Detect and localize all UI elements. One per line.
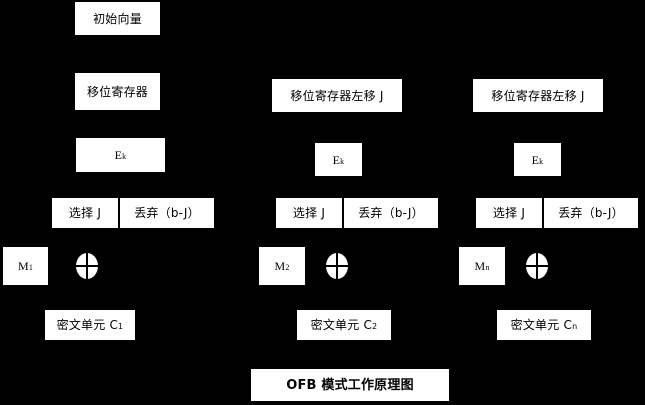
encrypt-label-col1: E [114,148,123,162]
shift-register-box-col2: 移位寄存器左移 J [272,79,402,112]
encrypt-subscript-col2: k [340,156,345,166]
plaintext-subscript-m1: 1 [28,263,34,272]
encrypt-subscript-col3: k [539,156,544,166]
xor-icon-col2 [326,253,348,279]
discard-label-col1: 丢弃（b-J） [134,206,200,220]
discard-box-col2: 丢弃（b-J） [344,198,438,228]
encrypt-subscript-col1: k [122,152,127,161]
plaintext-subscript-mn: n [485,263,490,272]
encrypt-label-col2: E [332,152,341,167]
ciphertext-label-c2: 密文单元 C [310,318,373,332]
discard-label-col2: 丢弃（b-J） [358,206,424,220]
ciphertext-label-cn: 密文单元 C [510,318,573,332]
shift-register-label-col2: 移位寄存器左移 J [290,88,384,103]
plaintext-label-m2: M [274,259,286,273]
diagram-title-label: OFB 模式工作原理图 [286,377,414,393]
plaintext-subscript-m2: 2 [285,263,290,272]
discard-box-col3: 丢弃（b-J） [544,198,638,228]
select-label-col3: 选择 J [492,206,526,220]
ciphertext-subscript-c1: 1 [118,322,124,331]
shift-register-label-col3: 移位寄存器左移 J [491,88,585,103]
select-box-col3: 选择 J [476,198,542,228]
select-label-col1: 选择 J [68,206,102,220]
shift-register-box-col3: 移位寄存器左移 J [473,79,603,112]
diagram-title-box: OFB 模式工作原理图 [251,369,449,401]
select-box-col1: 选择 J [52,198,118,228]
shift-register-label-col1: 移位寄存器 [86,84,148,99]
discard-label-col3: 丢弃（b-J） [558,206,624,220]
shift-register-box-col1: 移位寄存器 [75,73,160,110]
initial-vector-label: 初始向量 [93,11,142,26]
plaintext-label-mn: M [474,259,486,273]
xor-icon-col3 [526,253,548,279]
ciphertext-label-c1: 密文单元 C [56,318,119,332]
select-box-col2: 选择 J [276,198,342,228]
ciphertext-subscript-cn: n [572,322,578,331]
select-label-col2: 选择 J [292,206,326,220]
encrypt-label-col3: E [531,152,540,167]
xor-icon-col1 [76,253,98,279]
plaintext-label-m1: M [17,259,29,273]
discard-box-col1: 丢弃（b-J） [120,198,214,228]
ciphertext-subscript-c2: 2 [372,322,378,331]
initial-vector-box: 初始向量 [75,2,160,35]
